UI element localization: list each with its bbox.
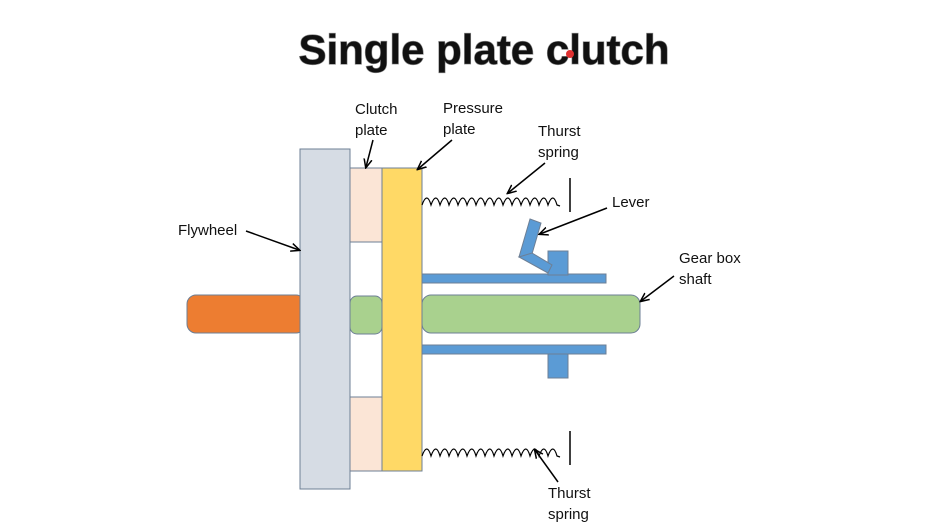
arrow-flywheel (245, 230, 299, 250)
label-clutch-plate-2: plate (355, 122, 388, 139)
flywheel (299, 148, 351, 490)
clutch-hub (349, 295, 383, 335)
arrow-thrust-spring-bottom (535, 450, 559, 483)
label-thrust-spring-bottom-1: Thurst (548, 485, 591, 502)
arrow-thrust-spring-top (508, 162, 546, 193)
label-thrust-spring-top-2: spring (538, 144, 579, 161)
label-thrust-spring-top-1: Thurst (538, 123, 581, 140)
arrow-lever (540, 207, 608, 234)
cursor-dot (566, 50, 574, 58)
gearbox-shaft (421, 294, 641, 334)
label-clutch-plate-1: Clutch (355, 101, 398, 118)
thrust-spring-top (421, 197, 561, 207)
label-pressure-plate-1: Pressure (443, 100, 503, 117)
label-flywheel: Flywheel (178, 222, 237, 239)
lever-arm (518, 218, 542, 258)
arrow-clutch-plate (366, 139, 374, 167)
collar-bottom (547, 353, 569, 379)
engine-shaft (186, 294, 306, 334)
page-title: Single plate clutch (298, 26, 669, 73)
lever-foot (517, 252, 553, 274)
collar-top (547, 250, 569, 276)
label-thrust-spring-bottom-2: spring (548, 506, 589, 523)
arrow-pressure-plate (418, 139, 453, 169)
label-lever: Lever (612, 194, 650, 211)
pressure-plate (381, 167, 423, 472)
label-gearbox-shaft-2: shaft (679, 271, 712, 288)
clutch-plate-top (349, 167, 383, 243)
sleeve-top (421, 273, 607, 284)
arrow-gearbox-shaft (641, 275, 675, 301)
clutch-plate-bottom (349, 396, 383, 472)
label-gearbox-shaft-1: Gear box (679, 250, 741, 267)
sleeve-bottom (421, 344, 607, 355)
label-pressure-plate-2: plate (443, 121, 476, 138)
